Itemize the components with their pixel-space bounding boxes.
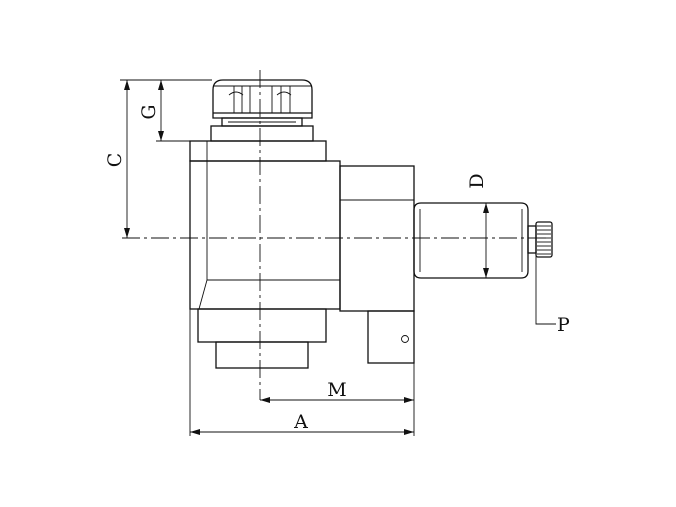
knurled-cap [535,221,553,258]
main-body [189,160,341,310]
lower-shank [197,308,327,369]
dimension-g: G [138,80,211,142]
dim-label-p: P [557,314,570,336]
collet-nut [212,79,313,119]
side-housing [339,165,415,312]
dimension-m: M [260,311,415,436]
leader-p: P [535,253,570,336]
output-spindle [413,202,537,279]
coolant-port-icon [401,335,409,343]
dimension-d: D [466,173,489,278]
coolant-block [367,310,415,364]
center-lines [122,70,548,400]
dim-label-a: A [293,411,308,433]
dim-label-c: C [104,153,126,168]
dim-label-m: M [327,379,346,401]
collet-neck [210,117,314,142]
dimension-a: A [189,309,414,436]
dim-label-d: D [466,173,488,188]
head-collar [189,140,327,162]
dimension-c: C [104,79,212,238]
dim-label-g: G [138,104,160,119]
